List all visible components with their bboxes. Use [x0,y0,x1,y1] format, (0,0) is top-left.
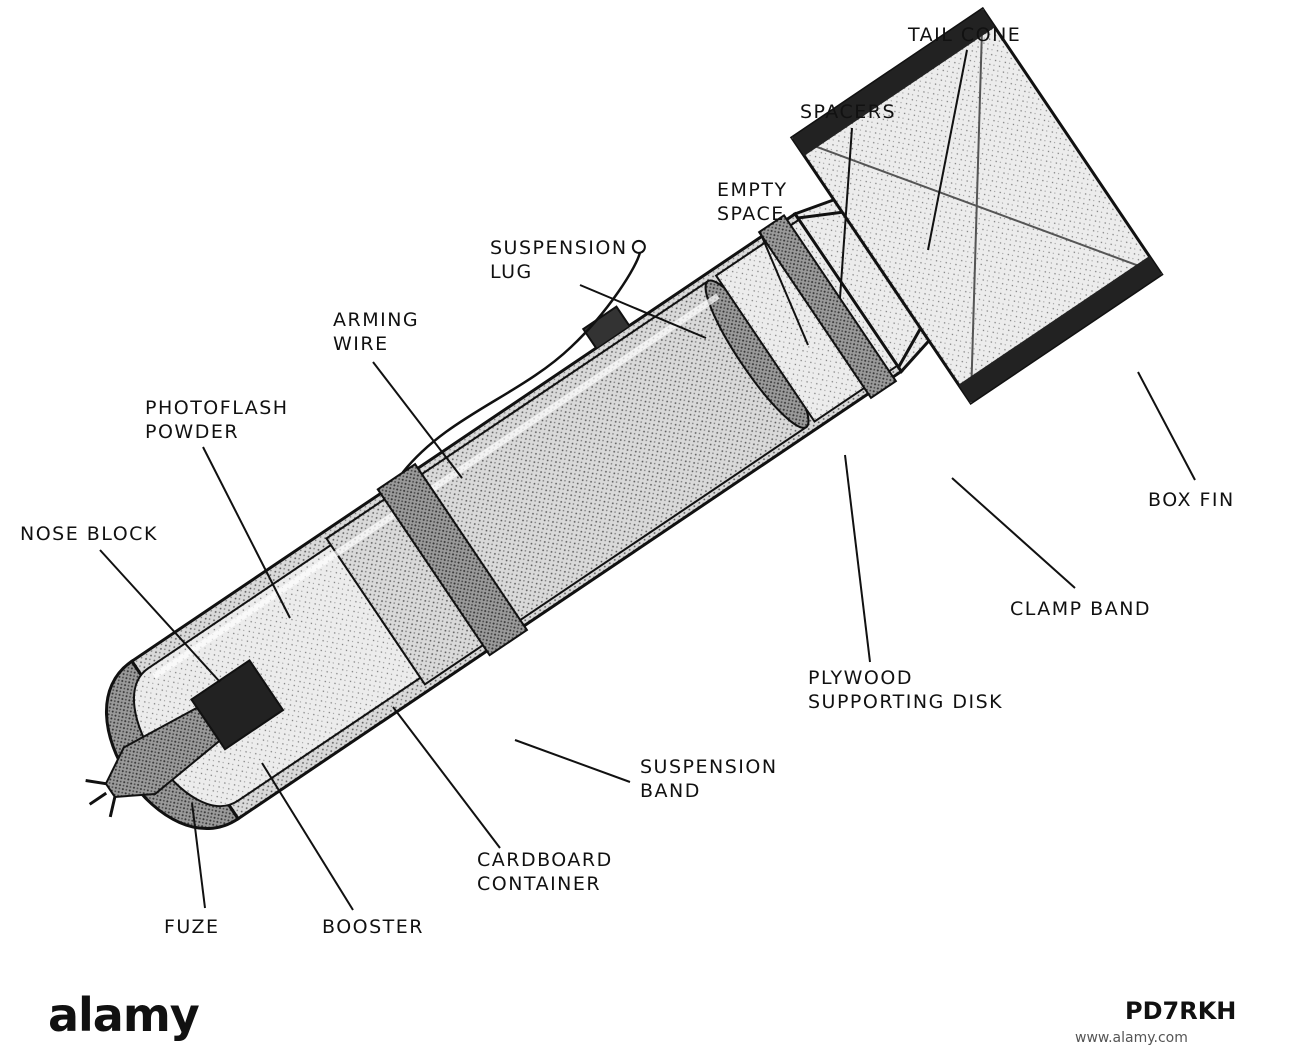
leader-clamp-band [951,477,1076,589]
leader-box-fin [1137,371,1196,481]
leader-booster [261,762,354,911]
label-arming-wire: ARMING WIRE [333,309,420,355]
label-nose-block: NOSE BLOCK [20,523,158,545]
label-booster: BOOSTER [322,916,424,938]
watermark-logo: alamy [48,988,200,1042]
bomb-illustration [85,6,1196,911]
label-plywood-supporting-disk: PLYWOOD SUPPORTING DISK [808,667,1004,713]
watermark-image-id: PD7RKH [1125,997,1237,1025]
label-spacers: SPACERS [800,101,896,123]
label-tail-cone: TAIL CONE [908,24,1022,46]
leader-suspension-lug [579,284,707,339]
label-empty-space: EMPTY SPACE [717,179,788,225]
label-suspension-lug: SUSPENSION LUG [490,237,628,283]
watermark-url: www.alamy.com [1075,1030,1188,1046]
leader-suspension-band [514,739,631,783]
photoflash-bomb-cutaway-diagram: TAIL CONE SPACERS EMPTY SPACE SUSPENSION… [20,6,1235,938]
label-photoflash-powder: PHOTOFLASH POWDER [145,397,289,443]
label-fuze: FUZE [164,916,220,938]
label-suspension-band: SUSPENSION BAND [640,756,778,802]
label-box-fin: BOX FIN [1148,489,1235,511]
leader-tail-cone [927,49,968,251]
watermark-bar [0,963,1300,1060]
leader-fuze [191,802,206,909]
leader-spacers [839,127,853,299]
label-clamp-band: CLAMP BAND [1010,598,1152,620]
leader-photoflash-powder [202,446,291,619]
leader-cardboard [392,706,501,849]
leader-arming-wire [372,361,463,479]
leader-nose-block [99,549,221,683]
leader-empty-space [759,231,809,346]
bomb-body [85,6,1164,830]
label-cardboard-container: CARDBOARD CONTAINER [477,849,613,895]
leader-plywood [844,454,871,663]
leader-lines [99,49,1196,911]
